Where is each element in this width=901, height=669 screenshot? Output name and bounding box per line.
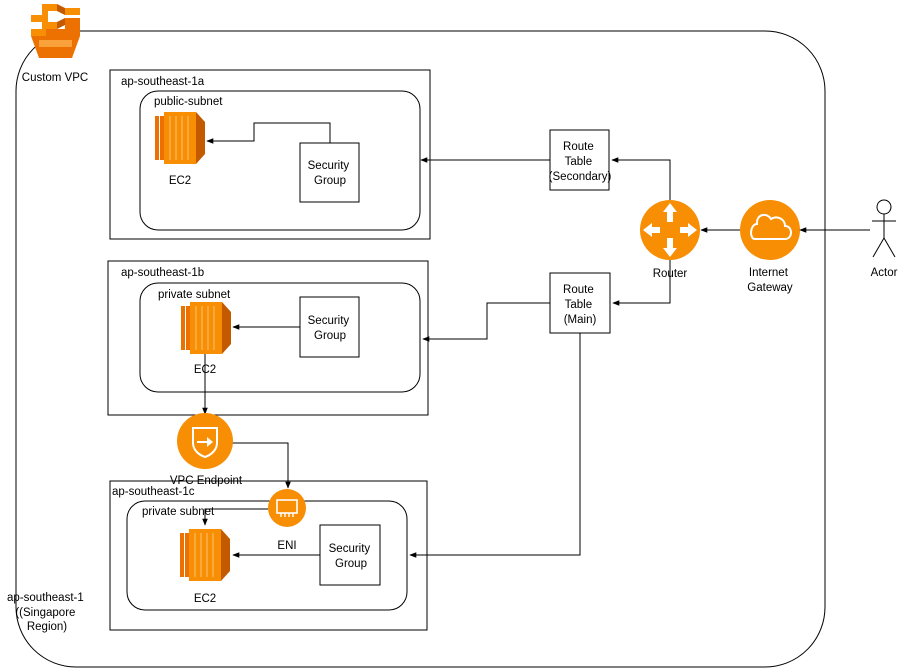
router-icon[interactable] — [640, 200, 700, 260]
az-b-label: ap-southeast-1b — [121, 267, 204, 279]
route-table-secondary[interactable] — [549, 129, 610, 191]
route-table-main[interactable] — [549, 272, 611, 334]
az-a-subnet-label: public-subnet — [154, 96, 223, 108]
edge-router-rt-secondary — [611, 157, 671, 200]
actor-label: Actor — [871, 267, 898, 279]
edge-rt-main-az-c — [409, 333, 581, 558]
edge-sg-a-ec2 — [206, 122, 331, 144]
vpc-icon — [31, 4, 80, 58]
security-group-a-label: Security Group — [308, 160, 353, 187]
ec2-icon[interactable] — [180, 529, 230, 581]
edge-eni-ec2 — [202, 508, 268, 526]
security-group-b[interactable] — [299, 296, 360, 358]
actor-icon[interactable] — [872, 199, 896, 258]
edge-router-rt-main — [612, 260, 671, 306]
vpc-endpoint-icon[interactable] — [177, 413, 233, 469]
region-label: ap-southeast-1 ((Singapore Region) — [7, 592, 87, 633]
az-c-label: ap-southeast-1c — [112, 486, 195, 498]
route-table-main-label: Route Table (Main) — [563, 284, 597, 326]
eni-label: ENI — [277, 540, 296, 552]
internet-gateway-label: Internet Gateway — [747, 267, 793, 294]
ec2-a-label: EC2 — [169, 175, 191, 187]
ec2-c-label: EC2 — [194, 593, 216, 605]
security-group-c-label: Security Group — [329, 543, 374, 570]
az-c-subnet-label: private subnet — [142, 506, 215, 518]
az-a-label: ap-southeast-1a — [121, 76, 205, 88]
edge-endpoint-eni — [232, 442, 291, 489]
az-b-subnet-label: private subnet — [158, 289, 231, 301]
ec2-icon[interactable] — [181, 302, 231, 354]
ec2-icon[interactable] — [155, 112, 205, 164]
security-group-b-label: Security Group — [308, 315, 353, 342]
vpc-endpoint-label: VPC Endpoint — [170, 475, 243, 487]
eni-icon[interactable] — [268, 489, 306, 527]
vpc-label: Custom VPC — [22, 72, 88, 84]
security-group-c[interactable] — [319, 524, 381, 586]
security-group-a[interactable] — [299, 142, 360, 203]
route-table-secondary-label: Route Table (Secondary) — [549, 141, 612, 183]
edge-rt-main-az-b — [422, 302, 550, 342]
internet-gateway-icon[interactable] — [740, 200, 800, 260]
